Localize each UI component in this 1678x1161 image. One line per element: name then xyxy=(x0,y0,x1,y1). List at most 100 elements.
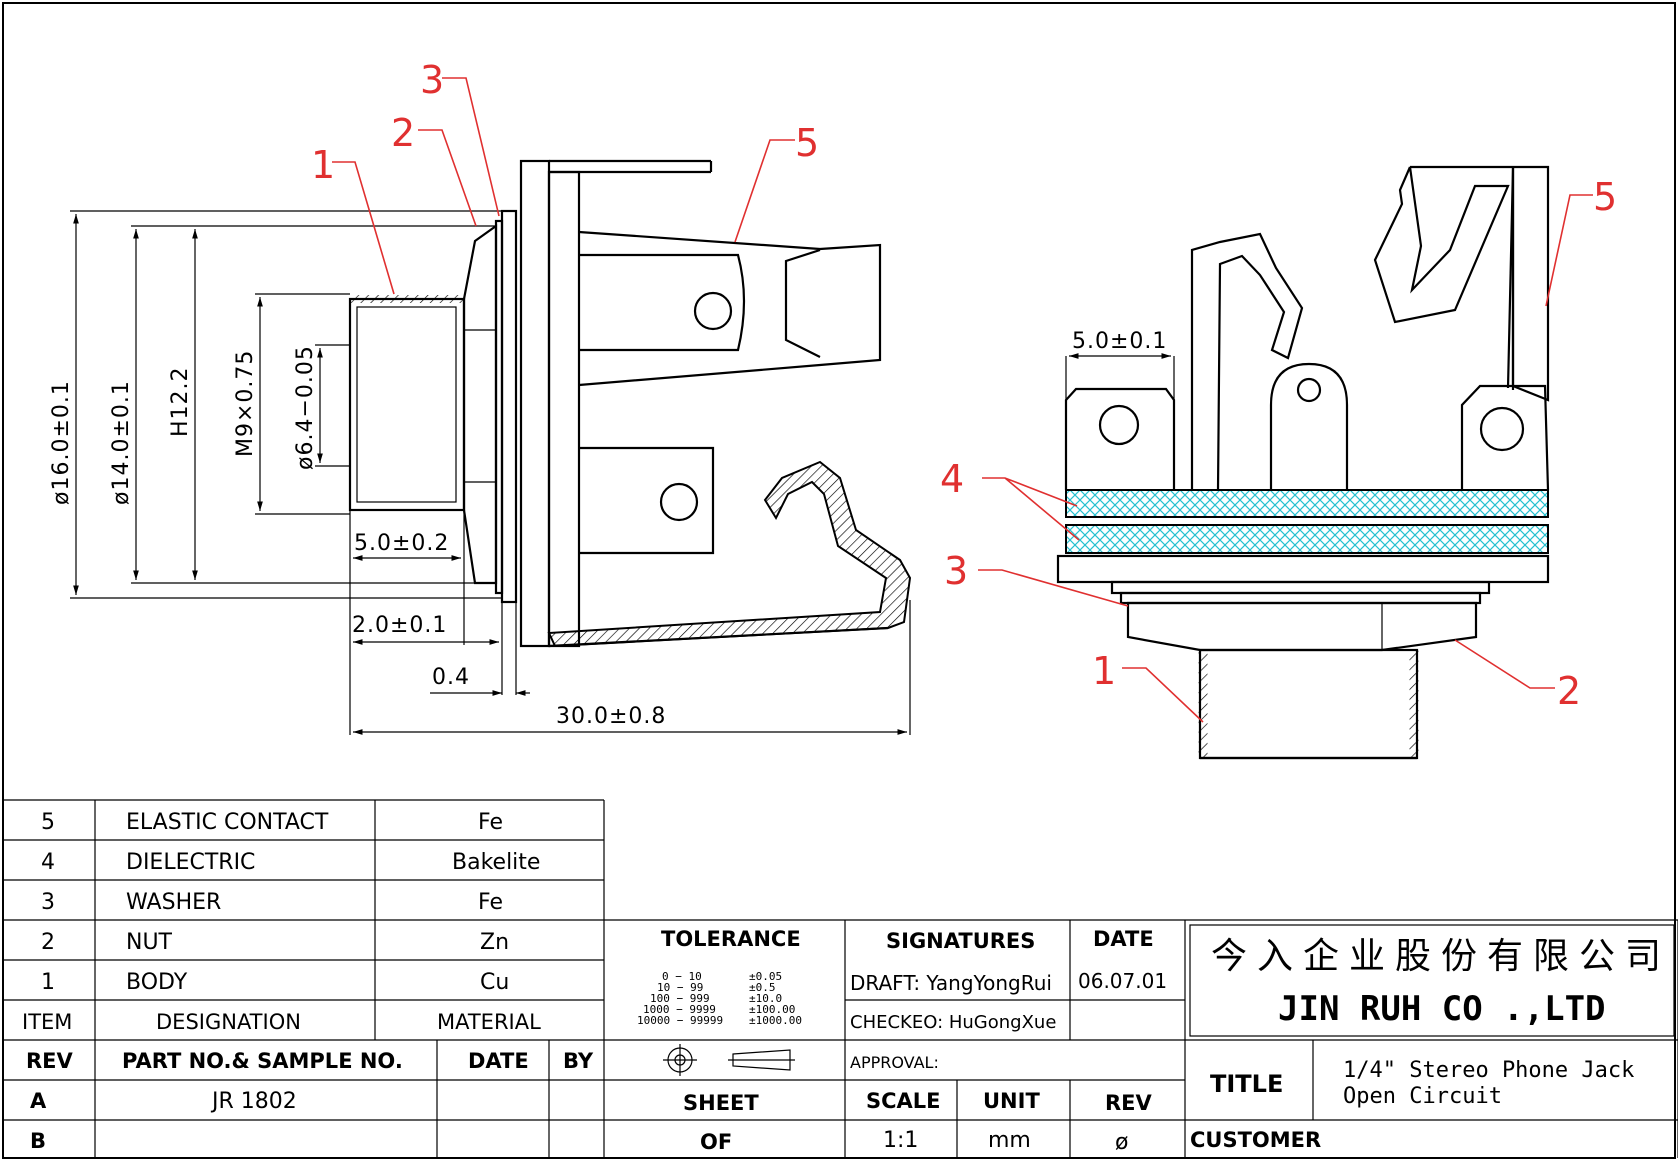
bom-desig-1: BODY xyxy=(126,970,188,995)
front-view xyxy=(1056,165,1550,760)
dim-label-flange: 2.0±0.1 xyxy=(352,613,447,638)
washer-front xyxy=(1110,580,1491,595)
tolerance-title: TOLERANCE xyxy=(661,927,801,951)
upper-lug-slot xyxy=(579,253,746,352)
lower-lug xyxy=(579,446,715,555)
washer-front-2 xyxy=(1119,591,1482,605)
rev-label: REV xyxy=(1105,1091,1153,1115)
svg-text:±10.0: ±10.0 xyxy=(749,992,782,1005)
projection-symbol xyxy=(663,1044,795,1076)
svg-text:10000 − 99999: 10000 − 99999 xyxy=(637,1014,723,1027)
bom-desig-4: DIELECTRIC xyxy=(126,850,255,875)
rev-row-b: B xyxy=(30,1129,46,1153)
callout-front-3: 3 xyxy=(944,549,968,593)
bom-desig-5: ELASTIC CONTACT xyxy=(126,810,329,835)
bom-hdr-desig: DESIGNATION xyxy=(156,1010,301,1034)
customer-label: CUSTOMER xyxy=(1190,1128,1321,1152)
terminal-right-hole xyxy=(1479,406,1525,452)
dielectric-layer-bot xyxy=(1065,524,1549,554)
thread-inner xyxy=(356,306,457,503)
side-dimensions xyxy=(70,210,911,735)
bom-desig-2: NUT xyxy=(126,930,173,955)
revision-table xyxy=(3,1040,1678,1158)
dim-label-thread: 5.0±0.2 xyxy=(354,531,449,556)
callout-front-2: 2 xyxy=(1557,669,1581,713)
dim-label-h: H12.2 xyxy=(168,366,193,437)
dim-label-pitch: 5.0±0.1 xyxy=(1072,329,1167,354)
flange xyxy=(500,209,518,604)
dim-label-d16: ø16.0±0.1 xyxy=(49,380,74,505)
callout-side-5: 5 xyxy=(795,121,819,165)
bom-table xyxy=(3,799,1678,1158)
bom-mat-2: Zn xyxy=(480,930,509,955)
unit-label: UNIT xyxy=(983,1089,1040,1113)
spring-left xyxy=(1190,232,1304,491)
svg-text:100 − 999: 100 − 999 xyxy=(650,992,710,1005)
spring-right xyxy=(1410,165,1550,402)
draft-date: 06.07.01 xyxy=(1078,969,1167,993)
bom-item-5: 5 xyxy=(41,810,55,835)
bom-item-3: 3 xyxy=(41,890,55,915)
upper-lug xyxy=(578,230,882,387)
upper-lug-hole xyxy=(693,291,733,331)
company-name-cn: 今入企业股份有限公司 xyxy=(1211,936,1671,977)
sheet-label: SHEET xyxy=(683,1091,759,1115)
terminal-left xyxy=(1064,387,1176,490)
unit-value: mm xyxy=(988,1128,1031,1153)
dim-label-m9: M9×0.75 xyxy=(233,350,258,457)
callout-front-4: 4 xyxy=(940,457,964,501)
title-line2: Open Circuit xyxy=(1343,1084,1502,1109)
bom-item-1: 1 xyxy=(41,970,55,995)
rev-hdr-by: BY xyxy=(563,1049,594,1073)
svg-text:1000 − 9999: 1000 − 9999 xyxy=(643,1003,716,1016)
company-name-en: JIN RUH CO .,LTD xyxy=(1278,989,1606,1029)
tolerance-table: 0 − 10 10 − 99 100 − 999 1000 − 9999 100… xyxy=(637,970,802,1027)
front-plate xyxy=(519,159,551,648)
rev-hdr-rev: REV xyxy=(26,1049,74,1073)
dielectric-layer-top xyxy=(1065,489,1549,518)
rev-row-a-part: JR 1802 xyxy=(210,1089,297,1114)
dim-label-d14: ø14.0±0.1 xyxy=(109,380,134,505)
callout-side-1: 1 xyxy=(311,143,335,187)
bom-desig-3: WASHER xyxy=(126,890,221,915)
bom-hdr-item: ITEM xyxy=(22,1010,72,1034)
terminal-mid xyxy=(1269,362,1349,490)
hex-nut xyxy=(462,223,498,585)
bom-hdr-mat: MATERIAL xyxy=(437,1010,541,1034)
rev-hdr-date: DATE xyxy=(468,1049,529,1073)
bom-item-4: 4 xyxy=(41,850,55,875)
dim-label-overall: 30.0±0.8 xyxy=(556,704,666,729)
scale-value: 1:1 xyxy=(883,1128,918,1153)
approval-label: APPROVAL: xyxy=(850,1053,939,1072)
bom-item-2: 2 xyxy=(41,930,55,955)
draft-signature: DRAFT: YangYongRui xyxy=(850,971,1052,995)
svg-text:±1000.00: ±1000.00 xyxy=(749,1014,802,1027)
thread-body xyxy=(348,297,466,512)
side-callouts xyxy=(332,77,795,295)
callout-front-1: 1 xyxy=(1092,649,1116,693)
upper-lug-tip xyxy=(784,248,821,358)
spring-right-arm xyxy=(1373,166,1510,324)
base-plate xyxy=(1056,554,1550,584)
front-callouts xyxy=(978,194,1593,723)
dim-label-washer: 0.4 xyxy=(432,665,470,690)
bom-mat-1: Cu xyxy=(480,970,509,995)
dim-label-d64: ø6.4−0.05 xyxy=(293,345,318,470)
scale-label: SCALE xyxy=(866,1089,941,1113)
bom-mat-3: Fe xyxy=(478,890,503,915)
of-label: OF xyxy=(700,1130,732,1154)
terminal-left-hole xyxy=(1098,404,1140,446)
svg-text:±0.05: ±0.05 xyxy=(749,970,782,983)
svg-text:±100.00: ±100.00 xyxy=(749,1003,795,1016)
front-plate-inner xyxy=(547,170,581,648)
lower-lug-hole xyxy=(659,482,699,522)
rev-row-a: A xyxy=(30,1089,47,1113)
callout-side-3: 3 xyxy=(420,58,444,102)
rev-value: ø xyxy=(1115,1130,1128,1155)
callout-front-5: 5 xyxy=(1593,175,1617,219)
nut-front xyxy=(1126,601,1478,652)
bom-mat-5: Fe xyxy=(478,810,503,835)
signatures-title: SIGNATURES xyxy=(886,929,1035,953)
checked-signature: CHECKEO: HuGongXue xyxy=(850,1012,1056,1033)
